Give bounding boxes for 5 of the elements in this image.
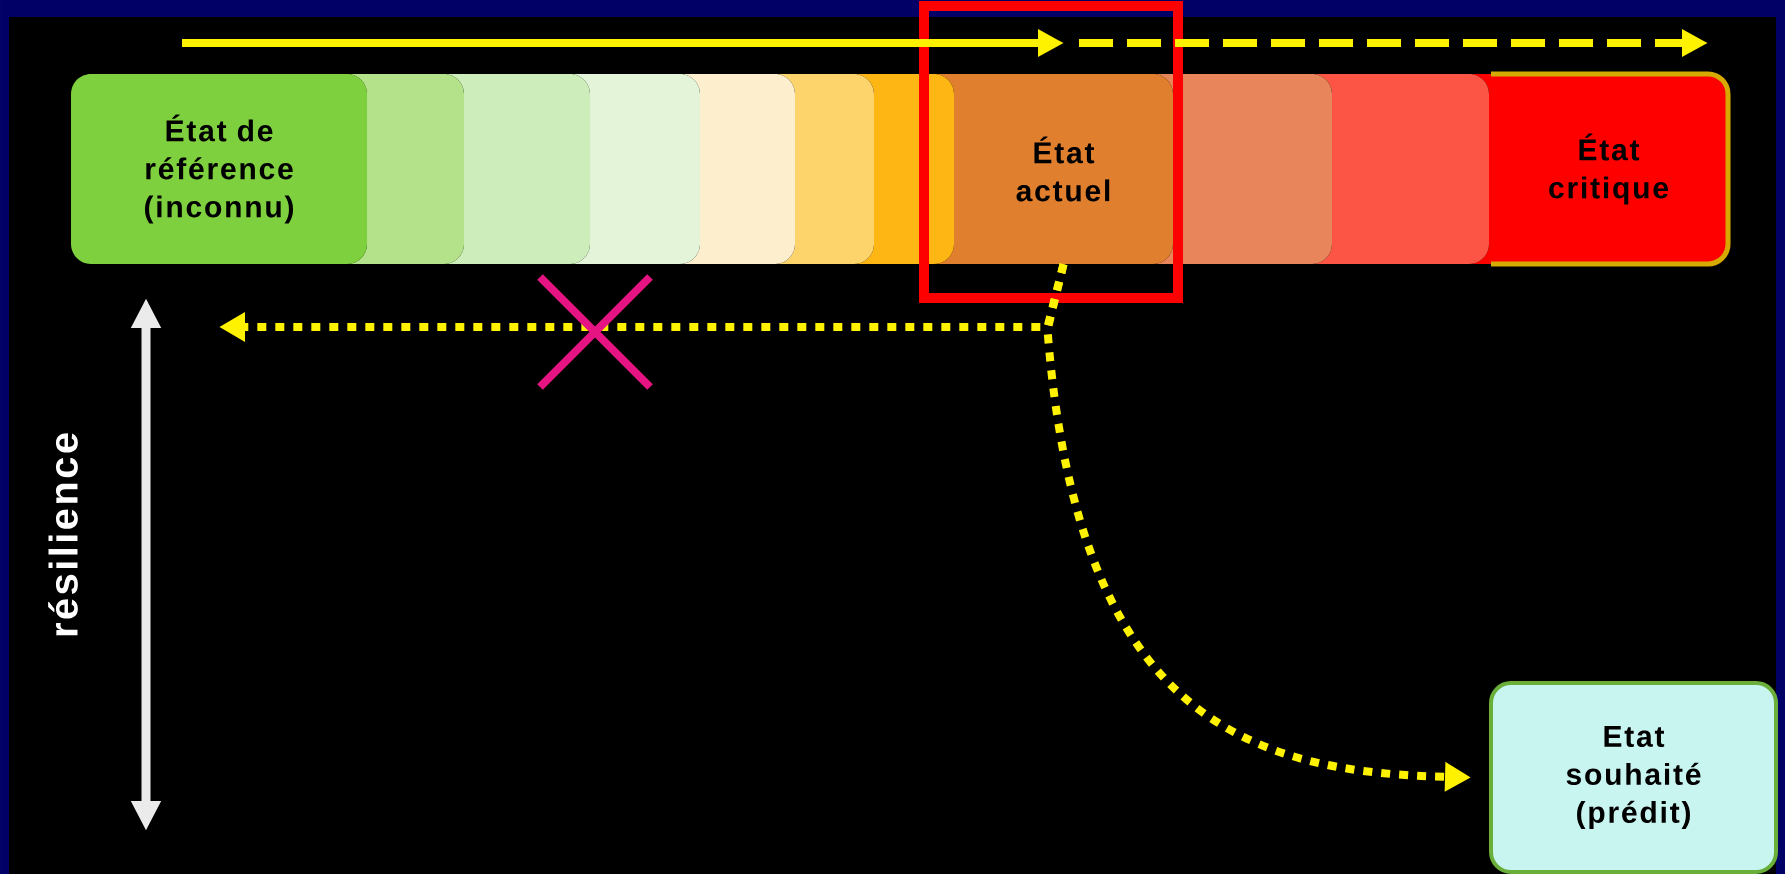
state-box: État actuel xyxy=(934,74,1173,264)
state-box: État critique xyxy=(1469,71,1731,267)
state-box: Etat souhaité (prédit) xyxy=(1489,681,1778,874)
state-box: État de référence (inconnu) xyxy=(71,74,367,264)
axis-label: résilience xyxy=(48,433,78,636)
